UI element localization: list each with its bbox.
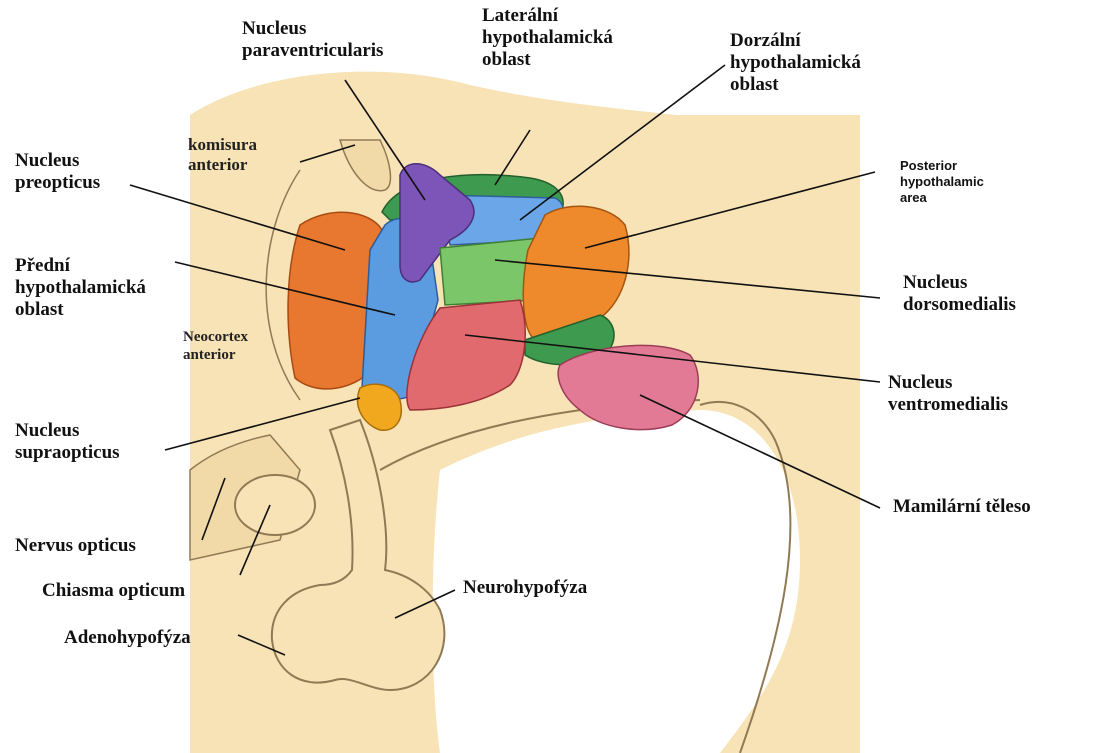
label-line: paraventricularis xyxy=(242,40,383,62)
label-line: Nucleus xyxy=(903,272,1016,294)
label-neocortex-anterior: Neocortex anterior xyxy=(183,328,248,364)
label-line: Posterior xyxy=(900,158,984,174)
label-mamilarni-teleso: Mamilární těleso xyxy=(893,496,1031,518)
label-komisura-anterior: komisura anterior xyxy=(188,135,257,175)
label-line: Nucleus xyxy=(15,150,100,172)
label-line: Přední xyxy=(15,255,146,277)
label-nucleus-ventromedialis: Nucleus ventromedialis xyxy=(888,372,1008,416)
label-line: hypothalamická xyxy=(15,277,146,299)
label-nucleus-preopticus: Nucleus preopticus xyxy=(15,150,100,194)
label-line: Nucleus xyxy=(242,18,383,40)
label-neurohypofyza: Neurohypofýza xyxy=(463,577,587,599)
label-nucleus-dorsomedialis: Nucleus dorsomedialis xyxy=(903,272,1016,316)
label-line: anterior xyxy=(183,346,248,364)
label-posterior-hypothalamic-area: Posterior hypothalamic area xyxy=(900,158,984,206)
label-line: Neocortex xyxy=(183,328,248,346)
label-line: Dorzální xyxy=(730,30,861,52)
label-line: Nucleus xyxy=(15,420,120,442)
label-line: hypothalamická xyxy=(482,27,613,49)
chiasma-shape xyxy=(235,475,315,535)
label-chiasma-opticum: Chiasma opticum xyxy=(42,580,185,602)
label-lateralni-hypothalamicka-oblast: Laterální hypothalamická oblast xyxy=(482,5,613,71)
label-line: ventromedialis xyxy=(888,394,1008,416)
label-line: supraopticus xyxy=(15,442,120,464)
label-nucleus-supraopticus: Nucleus supraopticus xyxy=(15,420,120,464)
label-line: area xyxy=(900,190,984,206)
label-predni-hypothalamicka-oblast: Přední hypothalamická oblast xyxy=(15,255,146,321)
label-line: dorsomedialis xyxy=(903,294,1016,316)
label-line: anterior xyxy=(188,155,257,175)
label-line: oblast xyxy=(730,74,861,96)
label-line: oblast xyxy=(15,299,146,321)
label-line: hypothalamic xyxy=(900,174,984,190)
label-line: oblast xyxy=(482,49,613,71)
label-adenohypofyza: Adenohypofýza xyxy=(64,627,191,649)
label-nervus-opticus: Nervus opticus xyxy=(15,535,136,557)
label-line: preopticus xyxy=(15,172,100,194)
label-line: Laterální xyxy=(482,5,613,27)
label-line: hypothalamická xyxy=(730,52,861,74)
label-line: komisura xyxy=(188,135,257,155)
label-line: Nucleus xyxy=(888,372,1008,394)
label-nucleus-paraventricularis: Nucleus paraventricularis xyxy=(242,18,383,62)
label-dorzalni-hypothalamicka-oblast: Dorzální hypothalamická oblast xyxy=(730,30,861,96)
